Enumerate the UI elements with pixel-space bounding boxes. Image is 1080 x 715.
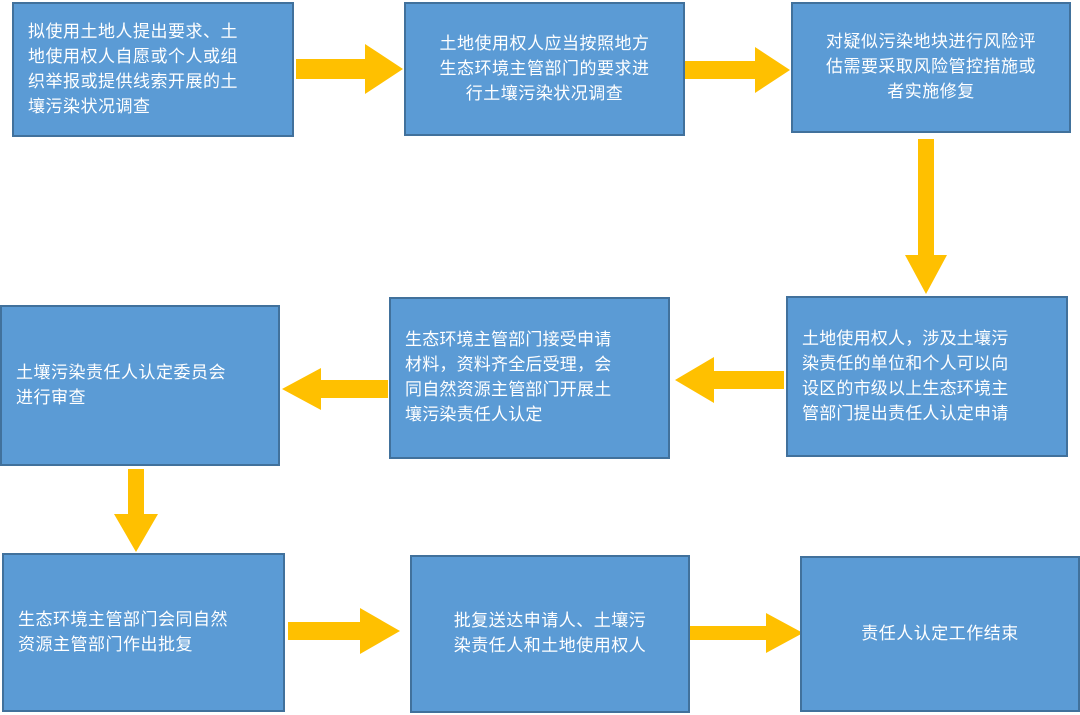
- step-1-line-1: 拟使用土地人提出要求、土: [28, 21, 238, 42]
- step-4-line-4: 管部门提出责任人认定申请: [802, 403, 1009, 424]
- step-4-line-1: 土地使用权人，涉及土壤污: [802, 328, 1009, 349]
- step-5-line-4: 壤污染责任人认定: [405, 405, 543, 425]
- step-9-box: 责任人认定工作结束: [800, 556, 1080, 712]
- arrow-step8-to-step9: [690, 613, 803, 653]
- step-6-line-1: 土壤污染责任人认定委员会: [16, 362, 226, 383]
- arrow-step2-to-step3: [685, 47, 790, 93]
- step-7-line-2: 资源主管部门作出批复: [18, 634, 193, 655]
- step-9-line-1: 责任人认定工作结束: [861, 623, 1019, 644]
- step-6-box: 土壤污染责任人认定委员会 进行审查: [0, 305, 280, 466]
- step-2-line-2: 生态环境主管部门的要求进: [439, 58, 650, 79]
- step-7-line-1: 生态环境主管部门会同自然: [18, 609, 228, 630]
- step-5-box: 生态环境主管部门接受申请 材料，资料齐全后受理，会 同自然资源主管部门开展土 壤…: [389, 297, 670, 459]
- arrow-step3-to-step4: [905, 139, 947, 294]
- step-2-line-1: 土地使用权人应当按照地方: [439, 33, 650, 54]
- arrow-step6-to-step7: [114, 469, 158, 552]
- step-5-line-1: 生态环境主管部门接受申请: [405, 330, 612, 350]
- step-3-line-2: 估需要采取风险管控措施或: [826, 57, 1036, 77]
- step-8-box: 批复送达申请人、土壤污 染责任人和土地使用权人: [410, 555, 690, 713]
- arrow-step4-to-step5: [675, 357, 784, 403]
- step-1-line-4: 壤污染状况调查: [28, 96, 151, 117]
- step-5-line-2: 材料，资料齐全后受理，会: [405, 355, 612, 375]
- step-1-line-2: 地使用权人自愿或个人或组: [28, 46, 238, 67]
- step-4-box: 土地使用权人，涉及土壤污 染责任的单位和个人可以向 设区的市级以上生态环境主 管…: [786, 296, 1068, 457]
- step-5-line-3: 同自然资源主管部门开展土: [405, 380, 612, 400]
- step-1-line-3: 织举报或提供线索开展的土: [28, 71, 238, 92]
- step-3-box: 对疑似污染地块进行风险评 估需要采取风险管控措施或 者实施修复: [791, 2, 1071, 133]
- arrow-step7-to-step8: [288, 608, 400, 654]
- step-8-line-1: 批复送达申请人、土壤污: [453, 611, 647, 631]
- step-3-line-1: 对疑似污染地块进行风险评: [826, 32, 1036, 52]
- step-8-line-2: 染责任人和土地使用权人: [453, 636, 647, 656]
- arrow-step1-to-step2: [296, 44, 403, 94]
- arrow-step5-to-step6: [282, 368, 388, 410]
- step-6-line-2: 进行审查: [16, 387, 86, 408]
- step-7-box: 生态环境主管部门会同自然 资源主管部门作出批复: [2, 553, 285, 712]
- step-1-box: 拟使用土地人提出要求、土 地使用权人自愿或个人或组 织举报或提供线索开展的土 壤…: [12, 2, 294, 137]
- step-2-box: 土地使用权人应当按照地方 生态环境主管部门的要求进 行土壤污染状况调查: [404, 2, 685, 136]
- step-2-line-3: 行土壤污染状况调查: [465, 83, 624, 104]
- step-4-line-3: 设区的市级以上生态环境主: [802, 378, 1009, 399]
- step-3-line-3: 者实施修复: [887, 82, 975, 102]
- step-4-line-2: 染责任的单位和个人可以向: [802, 353, 1009, 374]
